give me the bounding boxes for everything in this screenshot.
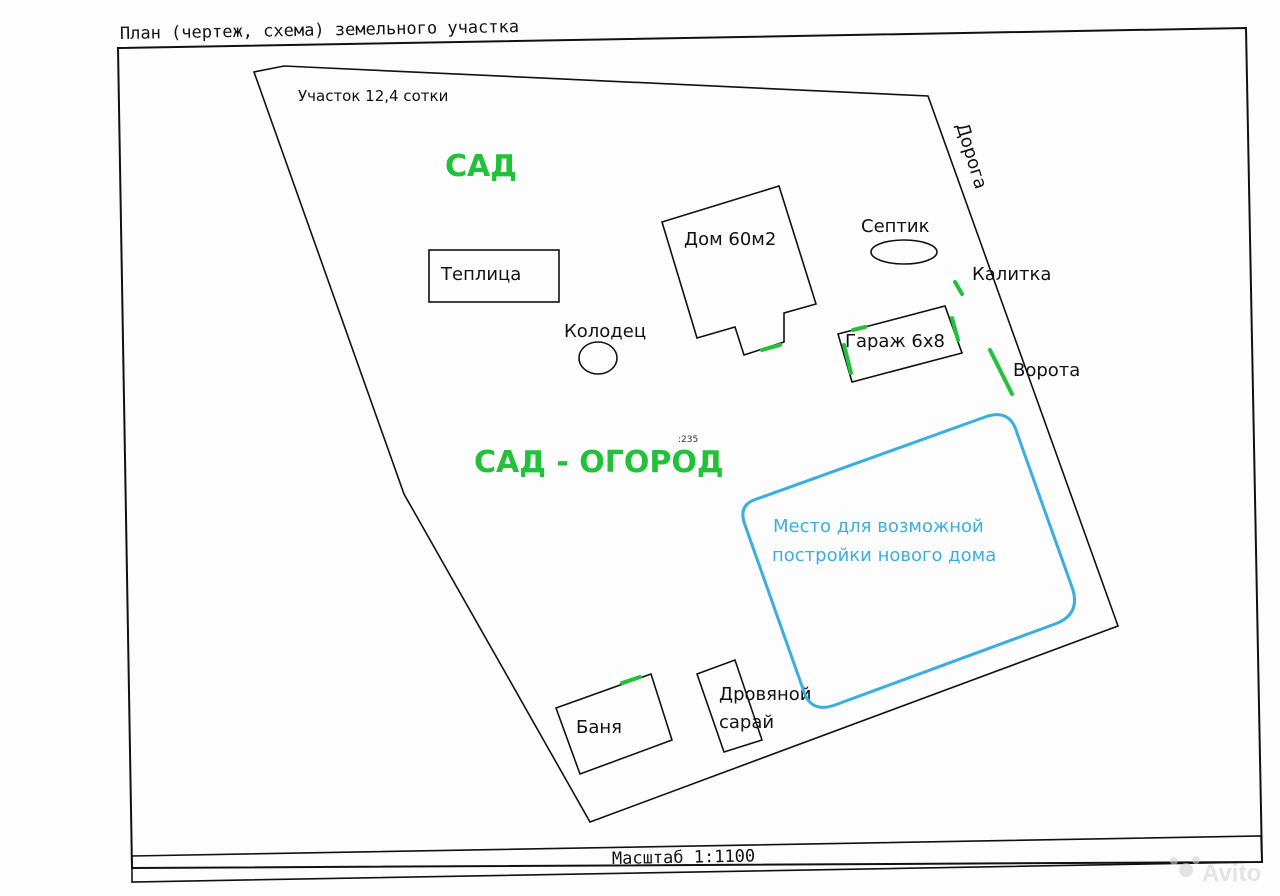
garage-door-mark-right — [950, 316, 960, 342]
plot-boundary — [252, 65, 1120, 823]
house-door-mark — [760, 343, 782, 352]
avito-watermark-text: Avito — [1202, 860, 1261, 887]
footer-band — [131, 835, 1263, 883]
sheet-title: План (чертеж, схема) земельного участка — [120, 17, 519, 44]
bathhouse-label: Баня — [576, 717, 622, 738]
road-label: Дорога — [951, 120, 991, 191]
gate-label: Ворота — [1013, 360, 1080, 381]
small-marker: :235 — [678, 435, 698, 445]
house-label: Дом 60м2 — [684, 229, 776, 250]
septic-label: Септик — [861, 216, 930, 237]
new-house-area — [741, 413, 1076, 709]
scale-label: Масштаб 1:1100 — [612, 847, 756, 869]
wicket-mark — [953, 280, 964, 296]
new-house-label-line2: постройки нового дома — [772, 545, 996, 566]
greenhouse-label: Теплица — [440, 264, 521, 285]
well-label: Колодец — [564, 321, 646, 342]
gate-mark — [988, 348, 1014, 396]
garage-door-mark-top — [851, 325, 867, 332]
house-outline — [661, 185, 818, 357]
plot-area-label: Участок 12,4 сотки — [298, 87, 448, 105]
avito-watermark: Avito — [1170, 856, 1261, 887]
greenhouse-outline — [428, 249, 560, 303]
well-outline — [578, 341, 618, 375]
avito-logo-dot-large — [1179, 863, 1193, 877]
garage-label: Гараж 6х8 — [845, 331, 945, 352]
door-marks — [620, 280, 1014, 685]
zone-garden-vegetable: САД - ОГОРОД — [474, 445, 724, 480]
bathhouse-door-mark — [620, 675, 642, 685]
wicket-label: Калитка — [972, 264, 1051, 285]
avito-logo-dot-small — [1192, 856, 1200, 864]
woodshed-label-line2: сарай — [719, 712, 774, 733]
new-house-label-line1: Место для возможной — [773, 516, 984, 537]
avito-logo-dot-mid — [1170, 857, 1178, 865]
zone-garden: САД — [445, 149, 517, 184]
septic-outline — [870, 239, 938, 265]
garage-door-mark-left — [842, 343, 853, 375]
woodshed-label-line1: Дровяной — [719, 684, 811, 705]
bathhouse-outline — [554, 672, 673, 776]
woodshed-outline — [695, 658, 764, 753]
